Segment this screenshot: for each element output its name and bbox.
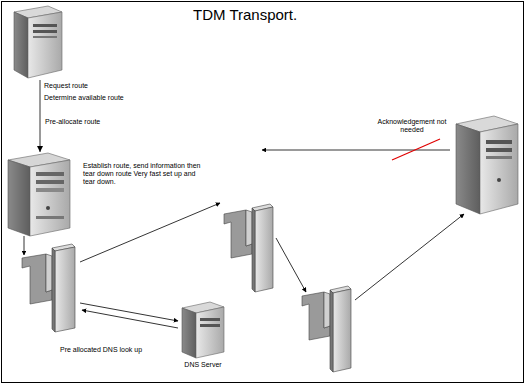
node-label: DNS Server: [178, 361, 228, 369]
dns-server-node: DNS Server: [178, 300, 228, 359]
rack-server-icon: [8, 153, 70, 236]
node-note: Establish route, send information then t…: [83, 162, 201, 186]
node-note: Determine available route: [44, 94, 124, 102]
node-label: Pre-allocate route: [45, 118, 100, 126]
server-icon: [14, 6, 62, 78]
strike-line: [392, 139, 440, 160]
flow-arrow: [37, 80, 43, 152]
note-label: Acknowledgement not needed: [372, 118, 452, 134]
switch-icon: [302, 286, 351, 372]
dns-server-icon: [182, 302, 224, 358]
node-label: Request route: [44, 82, 88, 90]
rack-server-node: Pre-allocate routeEstablish route, send …: [5, 152, 73, 237]
switch-icon: [224, 204, 273, 292]
route-arrows: [24, 150, 464, 328]
server-icon: [456, 116, 518, 214]
diagram-title: TDM Transport.: [193, 6, 297, 23]
server-node: Request routeDetermine available route: [8, 5, 64, 80]
note-label: Pre allocated DNS look up: [60, 346, 142, 354]
switch-icon: [22, 244, 75, 332]
